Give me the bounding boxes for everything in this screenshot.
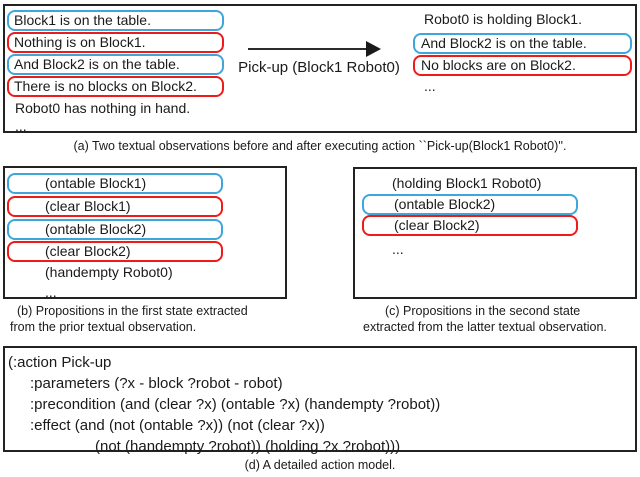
observation-row: No blocks are on Block2. [413,55,632,76]
code-line: :parameters (?x - block ?robot - robot) [30,375,283,392]
action-arrow-icon [366,41,381,57]
observation-text: Block1 is on the table. [14,12,151,28]
proposition-text: (clear Block1) [45,198,131,214]
proposition-row: (ontable Block2) [7,219,223,240]
proposition-text: (ontable Block2) [394,196,496,212]
observation-text: And Block2 is on the table. [421,35,587,51]
observation-text: Robot0 is holding Block1. [424,11,582,27]
code-line: :effect (and (not (ontable ?x)) (not (cl… [30,417,325,434]
code-line: :precondition (and (clear ?x) (ontable ?… [30,396,441,413]
action-label: Pick-up (Block1 Robot0) [238,59,400,76]
ellipsis-text: ... [392,241,404,257]
ellipsis-text: ... [15,118,27,134]
observation-text: No blocks are on Block2. [421,57,576,73]
observation-row: And Block2 is on the table. [413,33,632,54]
caption-a: (a) Two textual observations before and … [73,139,567,153]
panel-second-state-propositions: (holding Block1 Robot0) (ontable Block2)… [353,167,637,299]
proposition-text: (ontable Block2) [45,221,147,237]
caption-c-line2: extracted from the latter textual observ… [363,320,607,334]
ellipsis-text: ... [45,284,57,300]
observation-text: Nothing is on Block1. [14,34,146,50]
observation-row: Block1 is on the table. [7,10,224,31]
proposition-row: (clear Block1) [7,196,223,217]
code-line: (:action Pick-up [8,354,112,371]
proposition-text: (clear Block2) [45,243,131,259]
proposition-text: (holding Block1 Robot0) [392,175,542,191]
observation-row: And Block2 is on the table. [7,54,224,75]
panel-action-model: (:action Pick-up :parameters (?x - block… [3,346,637,455]
panel-observations: Block1 is on the table. Nothing is on Bl… [3,4,637,134]
ellipsis-text: ... [424,78,436,94]
observation-row: There is no blocks on Block2. [7,76,224,97]
proposition-row: (ontable Block2) [362,194,578,215]
observation-row: Robot0 has nothing in hand. [7,100,224,117]
observation-text: Robot0 has nothing in hand. [15,100,191,116]
caption-d: (d) A detailed action model. [244,458,396,472]
proposition-row: (holding Block1 Robot0) [355,175,541,192]
proposition-text: (handempty Robot0) [45,264,173,280]
caption-b-line2: from the prior textual observation. [10,320,197,334]
action-arrow-line [248,48,368,50]
proposition-text: (clear Block2) [394,217,480,233]
panel-first-state-propositions: (ontable Block1) (clear Block1) (ontable… [3,166,287,300]
observation-text: And Block2 is on the table. [14,56,180,72]
proposition-row: (clear Block2) [362,215,578,236]
proposition-text: (ontable Block1) [45,175,147,191]
observation-text: There is no blocks on Block2. [14,78,197,94]
pddl-code-block: (:action Pick-up :parameters (?x - block… [8,352,440,457]
proposition-row: (ontable Block1) [7,173,223,194]
code-line: (not (handempty ?robot)) (holding ?x ?ro… [95,438,401,455]
proposition-row: (handempty Robot0) [7,264,173,281]
caption-b-line1: (b) Propositions in the first state extr… [17,304,248,318]
observation-row: Robot0 is holding Block1. [413,11,632,28]
caption-c-line1: (c) Propositions in the second state [385,304,581,318]
proposition-row: (clear Block2) [7,241,223,262]
observation-row: Nothing is on Block1. [7,32,224,53]
